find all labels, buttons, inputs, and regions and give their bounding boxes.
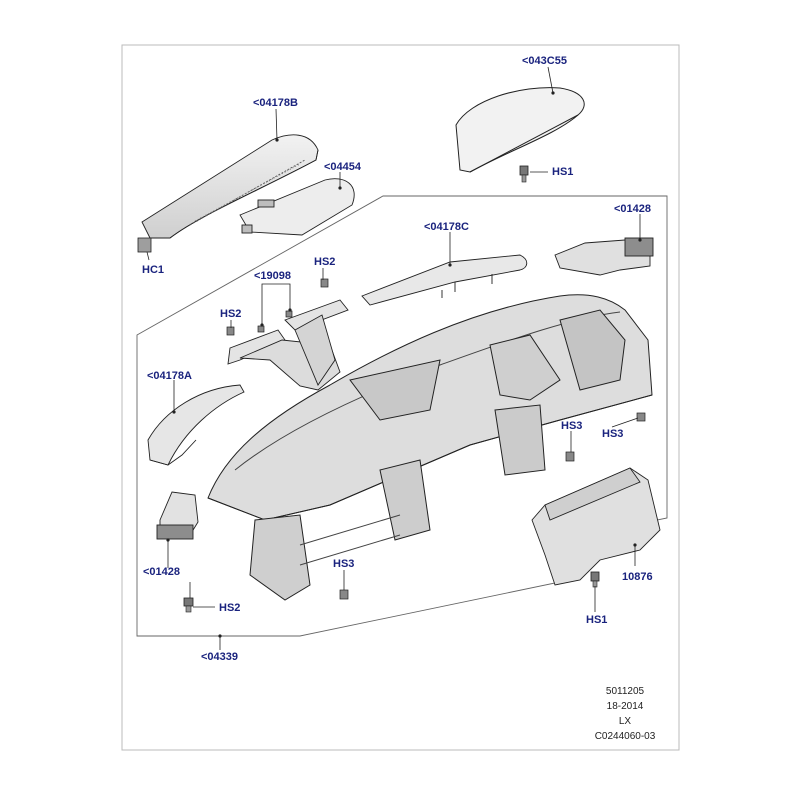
label-04178c: <04178C (424, 221, 469, 233)
part-04454-panel (239, 178, 355, 236)
label-hs3-bottom: HS3 (333, 558, 355, 570)
part-10876-console (531, 467, 661, 586)
part-01428-bottom-vent (156, 491, 199, 540)
part-04178b-top-panel (141, 134, 319, 239)
label-hc1: HC1 (142, 264, 165, 276)
label-043c55: <043C55 (522, 55, 567, 67)
label-10876: 10876 (622, 571, 653, 583)
label-01428-bottom: <01428 (143, 566, 181, 578)
label-hs3-mid: HS3 (561, 420, 583, 432)
part-04339-dashboard (207, 294, 653, 601)
leader-lines (146, 66, 641, 650)
reference-line-2: 18-2014 (606, 701, 644, 712)
label-hs2-left: HS2 (220, 308, 242, 320)
reference-line-1: 5011205 (605, 686, 645, 697)
label-19098: <19098 (254, 270, 292, 282)
label-hs3-right: HS3 (602, 428, 624, 440)
label-hs2-bottom: HS2 (219, 602, 241, 614)
label-01428-top: <01428 (614, 203, 652, 215)
part-043c55-cover (455, 87, 585, 173)
label-04178a: <04178A (147, 370, 192, 382)
label-hs2-upper: HS2 (314, 256, 336, 268)
part-04178a-side-trim (147, 384, 245, 466)
leader-dots (166, 91, 642, 638)
part-01428-top-vent (554, 237, 654, 276)
part-04178c-trim (361, 254, 528, 306)
clip-hc1 (137, 237, 152, 253)
reference-line-3: LX (618, 716, 632, 727)
part-19098-brackets (227, 299, 349, 391)
label-hs1-top: HS1 (552, 166, 574, 178)
screw-hs2-bottom (183, 597, 194, 613)
label-04454: <04454 (324, 161, 362, 173)
reference-line-4: C0244060-03 (594, 731, 656, 742)
label-hs1-bottom: HS1 (586, 614, 608, 626)
screw-hs1-top (519, 165, 529, 183)
label-04178b: <04178B (253, 97, 298, 109)
label-04339: <04339 (201, 651, 239, 663)
